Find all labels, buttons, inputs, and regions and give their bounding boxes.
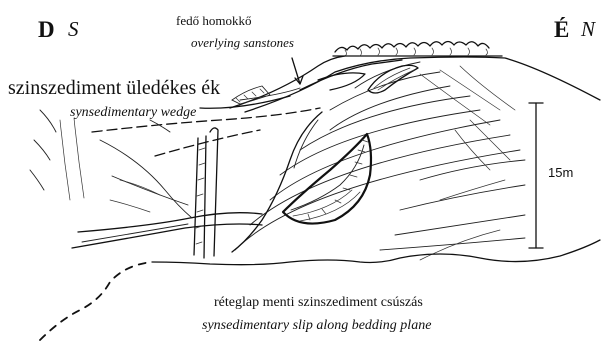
north-label-en: N: [581, 19, 595, 40]
south-label-en: S: [68, 19, 79, 40]
scale-bar: [529, 103, 543, 248]
wedge-label-en: synsedimentary wedge: [70, 106, 196, 120]
vertical-dyke: [194, 128, 218, 258]
south-label-hu: D: [38, 18, 55, 41]
pointer-arrow: [292, 58, 303, 84]
strata-lines: [230, 56, 600, 260]
wedge-label-hu: szinszediment üledékes ék: [8, 78, 220, 98]
overlying-sandstone-blocks: [333, 42, 502, 57]
upper-lens: [368, 65, 418, 93]
left-strata: [30, 110, 170, 212]
cap-label-hu: fedő homokkő: [176, 14, 251, 27]
scale-label: 15m: [548, 166, 573, 179]
slip-label-hu: réteglap menti szinszediment csúszás: [214, 296, 423, 310]
cap-label-en: overlying sanstones: [191, 36, 294, 49]
slip-label-en: synsedimentary slip along bedding plane: [202, 319, 431, 333]
north-label-hu: É: [554, 18, 569, 41]
